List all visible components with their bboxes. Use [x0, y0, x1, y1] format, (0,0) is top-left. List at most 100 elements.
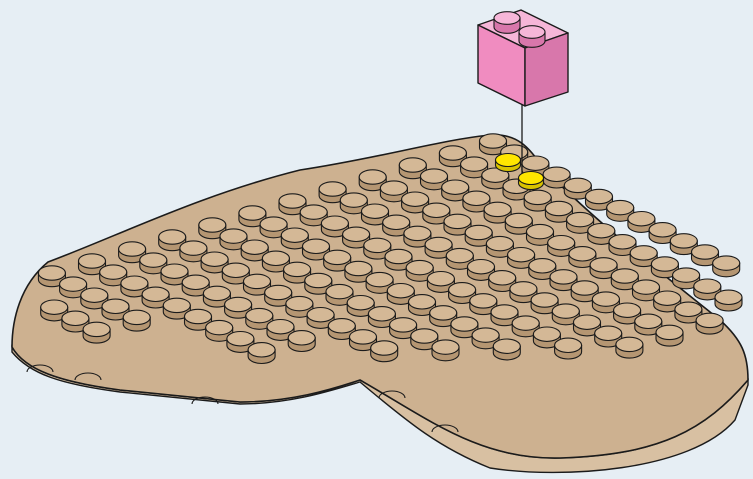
plate-stud	[481, 167, 510, 190]
stud-top	[445, 247, 474, 264]
plate-stud	[490, 304, 519, 327]
stud-top	[363, 237, 392, 254]
plate-stud	[478, 133, 508, 156]
stud-top	[464, 224, 493, 241]
plate-stud	[370, 340, 399, 363]
edge-half-stud	[431, 424, 459, 433]
stud-top	[448, 282, 477, 298]
stud-top	[160, 263, 189, 279]
stud-top	[566, 211, 595, 228]
stud-top	[426, 270, 455, 287]
plate-stud	[344, 260, 373, 283]
stud-top	[221, 262, 250, 279]
plate-stud	[448, 282, 477, 305]
plate-stud	[462, 190, 491, 213]
plate-stud	[511, 315, 540, 338]
stud-top	[327, 318, 356, 334]
stud-top	[242, 273, 272, 290]
plate-stud	[547, 234, 576, 257]
placement-marks	[494, 100, 545, 191]
stud-top	[712, 255, 741, 271]
plate-stud	[429, 305, 458, 328]
stud-top	[485, 235, 514, 252]
stud-top	[59, 276, 88, 292]
plate-stud	[509, 281, 538, 304]
plate-stud	[304, 272, 333, 295]
stud-top	[118, 241, 147, 257]
stud-top	[304, 272, 333, 289]
stud-top	[181, 274, 210, 291]
plate-stud	[280, 227, 309, 250]
stud-top	[591, 291, 620, 307]
stud-top	[438, 145, 467, 161]
stud-top	[629, 245, 658, 261]
plate-stud	[261, 250, 290, 273]
stud-top	[158, 229, 187, 245]
stud-top	[358, 169, 387, 185]
stud-top	[287, 330, 316, 346]
stud-top	[613, 302, 642, 318]
stud-top	[511, 315, 540, 331]
brick-side-face	[524, 32, 569, 107]
stud-top	[285, 295, 314, 312]
plate-stud	[259, 216, 288, 239]
stud-top	[179, 240, 208, 256]
stud-top	[200, 251, 229, 267]
heart-baseplate	[11, 133, 749, 474]
pink-brick-1x2	[477, 9, 569, 107]
stud-top	[483, 201, 512, 218]
stud-top	[389, 317, 418, 333]
plate-stud	[438, 145, 467, 168]
stud-top	[238, 205, 267, 221]
stud-top	[360, 203, 390, 219]
stud-top	[37, 265, 66, 281]
plate-stud	[318, 181, 347, 204]
stud-top	[431, 339, 460, 355]
stud-top	[648, 222, 677, 238]
stud-top	[370, 340, 399, 356]
stud-top	[466, 258, 496, 275]
stud-top	[532, 326, 561, 342]
stud-top	[690, 244, 720, 260]
plate-stud	[613, 302, 642, 325]
stud-top	[606, 199, 635, 216]
stud-top	[264, 284, 293, 301]
plate-stud	[532, 326, 561, 349]
plate-stud	[424, 236, 453, 259]
stud-top	[320, 215, 349, 231]
stud-top	[245, 307, 274, 324]
plate-stud	[443, 213, 472, 236]
plate-stud	[285, 295, 314, 318]
plate-stud	[306, 306, 335, 329]
plate-stud	[219, 228, 248, 251]
stud-top	[650, 256, 679, 272]
plate-stud	[283, 261, 312, 284]
stud-top	[669, 233, 698, 249]
plate-stud	[405, 259, 434, 282]
stud-top	[695, 312, 724, 329]
stud-top	[518, 25, 546, 39]
plate-stud	[672, 267, 701, 290]
plate-stud	[568, 246, 597, 269]
stud-top	[608, 234, 637, 250]
stud-top	[554, 337, 583, 354]
plate-stud	[445, 247, 474, 270]
stud-top	[120, 275, 149, 291]
stud-top	[615, 336, 644, 353]
plate-stud	[398, 157, 427, 180]
stud-top	[348, 329, 378, 345]
plate-stud	[141, 286, 170, 309]
plate-stud	[422, 202, 451, 225]
plate-stud	[342, 226, 371, 249]
stud-top	[379, 180, 408, 196]
stud-top	[441, 179, 470, 195]
plate-stud	[712, 255, 741, 278]
edge-half-stud	[378, 390, 406, 399]
stud-top	[504, 212, 533, 229]
plate-stud	[530, 292, 559, 315]
plate-stud	[523, 189, 552, 212]
stud-top	[493, 11, 521, 25]
plate-stud	[460, 156, 489, 179]
stud-top	[570, 280, 599, 296]
